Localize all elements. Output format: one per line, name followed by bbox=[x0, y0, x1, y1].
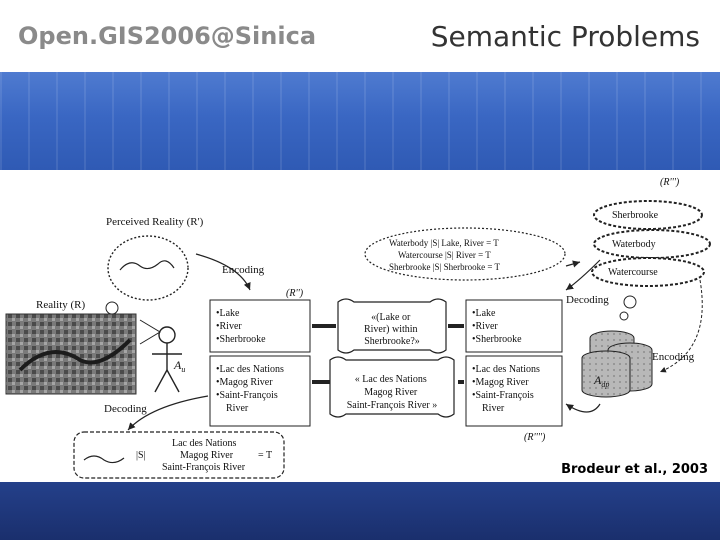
scroll-answer-line: Magog River bbox=[364, 387, 418, 398]
left-box-concepts bbox=[209, 299, 311, 353]
right-box2-line: River bbox=[482, 403, 505, 414]
decorative-band bbox=[0, 72, 720, 170]
svg-text:•Lac des Nations •Magog Ri: •Lac des Nations •Magog River •Saint-Fra… bbox=[472, 364, 542, 414]
left-box1-line: •Sherbrooke bbox=[216, 334, 266, 345]
citation: Brodeur et al., 2003 bbox=[561, 462, 708, 477]
scroll-query-line: Sherbrooke?» bbox=[364, 336, 420, 347]
db-label: Adp bbox=[593, 373, 609, 389]
result-eq: = T bbox=[258, 450, 272, 461]
result-line: Saint-François River bbox=[162, 462, 246, 473]
right-box2-line: •Magog River bbox=[472, 377, 529, 388]
cloud-watercourse bbox=[591, 257, 705, 287]
svg-text:Lac des Nations Magog Rive: Lac des Nations Magog River Saint-Franço… bbox=[162, 438, 246, 473]
encoding-left-label: Encoding bbox=[222, 264, 265, 276]
r-quad-label: (R'''') bbox=[524, 432, 546, 443]
svg-text:•Lake •River •Sherbroo: •Lake •River •Sherbrooke bbox=[472, 308, 522, 345]
svg-text:•Lake •River •Sherbroo: •Lake •River •Sherbrooke bbox=[216, 308, 266, 345]
r-double-label: (R'') bbox=[286, 288, 304, 299]
brand-title: Open.GIS2006@Sinica bbox=[18, 22, 317, 50]
left-box2-line: •Saint-François bbox=[216, 390, 278, 401]
result-line: Magog River bbox=[180, 450, 234, 461]
left-box-instances bbox=[209, 355, 311, 427]
equation-line: Watercourse |S| River = T bbox=[398, 250, 491, 260]
right-box2-line: •Lac des Nations bbox=[472, 364, 540, 375]
result-line: Lac des Nations bbox=[172, 438, 237, 449]
scroll-answer bbox=[329, 356, 455, 418]
database-icon bbox=[581, 330, 653, 398]
left-box1-line: •River bbox=[216, 321, 242, 332]
left-box1-line: •Lake bbox=[216, 308, 240, 319]
left-box2-line: •Lac des Nations bbox=[216, 364, 284, 375]
result-box bbox=[73, 431, 285, 479]
slide-header: Open.GIS2006@Sinica Semantic Problems bbox=[0, 0, 720, 72]
scroll-answer-line: « Lac des Nations bbox=[355, 374, 427, 385]
user-agent-figure bbox=[139, 319, 182, 393]
right-box1-line: •Sherbrooke bbox=[472, 334, 522, 345]
svg-text:Waterbody |S| Lake, River = T: Waterbody |S| Lake, River = T Watercours… bbox=[389, 238, 501, 272]
svg-text:•Lac des Nations •Magog Ri: •Lac des Nations •Magog River •Saint-Fra… bbox=[216, 364, 286, 414]
r-triple-label: (R''') bbox=[660, 177, 680, 188]
agent-label: Au bbox=[173, 358, 185, 374]
slide-title: Semantic Problems bbox=[430, 20, 700, 53]
cloud-sherbrooke-label: Sherbrooke bbox=[612, 210, 659, 221]
right-box1-line: •Lake bbox=[472, 308, 496, 319]
equation-line: Sherbrooke |S| Sherbrooke = T bbox=[389, 262, 500, 272]
equations-cloud bbox=[364, 227, 566, 281]
perceived-reality-label: Perceived Reality (R') bbox=[106, 216, 204, 228]
scroll-answer-line: Saint-François River » bbox=[347, 400, 438, 411]
cloud-waterbody bbox=[593, 229, 711, 259]
scroll-query-line: River) within bbox=[364, 324, 418, 335]
svg-text:« Lac des Nations Magog Ri: « Lac des Nations Magog River Saint-Fran… bbox=[347, 374, 438, 411]
cloud-watercourse-label: Watercourse bbox=[608, 267, 658, 278]
left-box2-line: River bbox=[226, 403, 249, 414]
result-op: |S| bbox=[136, 450, 146, 461]
scroll-query bbox=[337, 298, 447, 354]
equation-line: Waterbody |S| Lake, River = T bbox=[389, 238, 499, 248]
semantic-diagram: Perceived Reality (R') Encoding Reality … bbox=[5, 177, 711, 479]
svg-text:«(Lake or River) within: «(Lake or River) within Sherbrooke?» bbox=[364, 312, 420, 347]
cloud-sherbrooke bbox=[593, 200, 703, 230]
right-box2-line: •Saint-François bbox=[472, 390, 534, 401]
decorative-band-stripes bbox=[0, 72, 720, 170]
right-box-concepts bbox=[465, 299, 563, 353]
cloud-waterbody-label: Waterbody bbox=[612, 239, 656, 250]
slide-footer bbox=[0, 482, 720, 540]
scroll-query-line: «(Lake or bbox=[371, 312, 411, 323]
left-box2-line: •Magog River bbox=[216, 377, 273, 388]
reality-label: Reality (R) bbox=[36, 299, 86, 311]
cloud-map-sketch bbox=[119, 260, 175, 271]
right-box-instances bbox=[465, 355, 563, 427]
decoding-left-label: Decoding bbox=[104, 403, 147, 415]
decoding-right-label: Decoding bbox=[566, 294, 609, 306]
encoding-right-label: Encoding bbox=[652, 351, 695, 363]
right-box1-line: •River bbox=[472, 321, 498, 332]
